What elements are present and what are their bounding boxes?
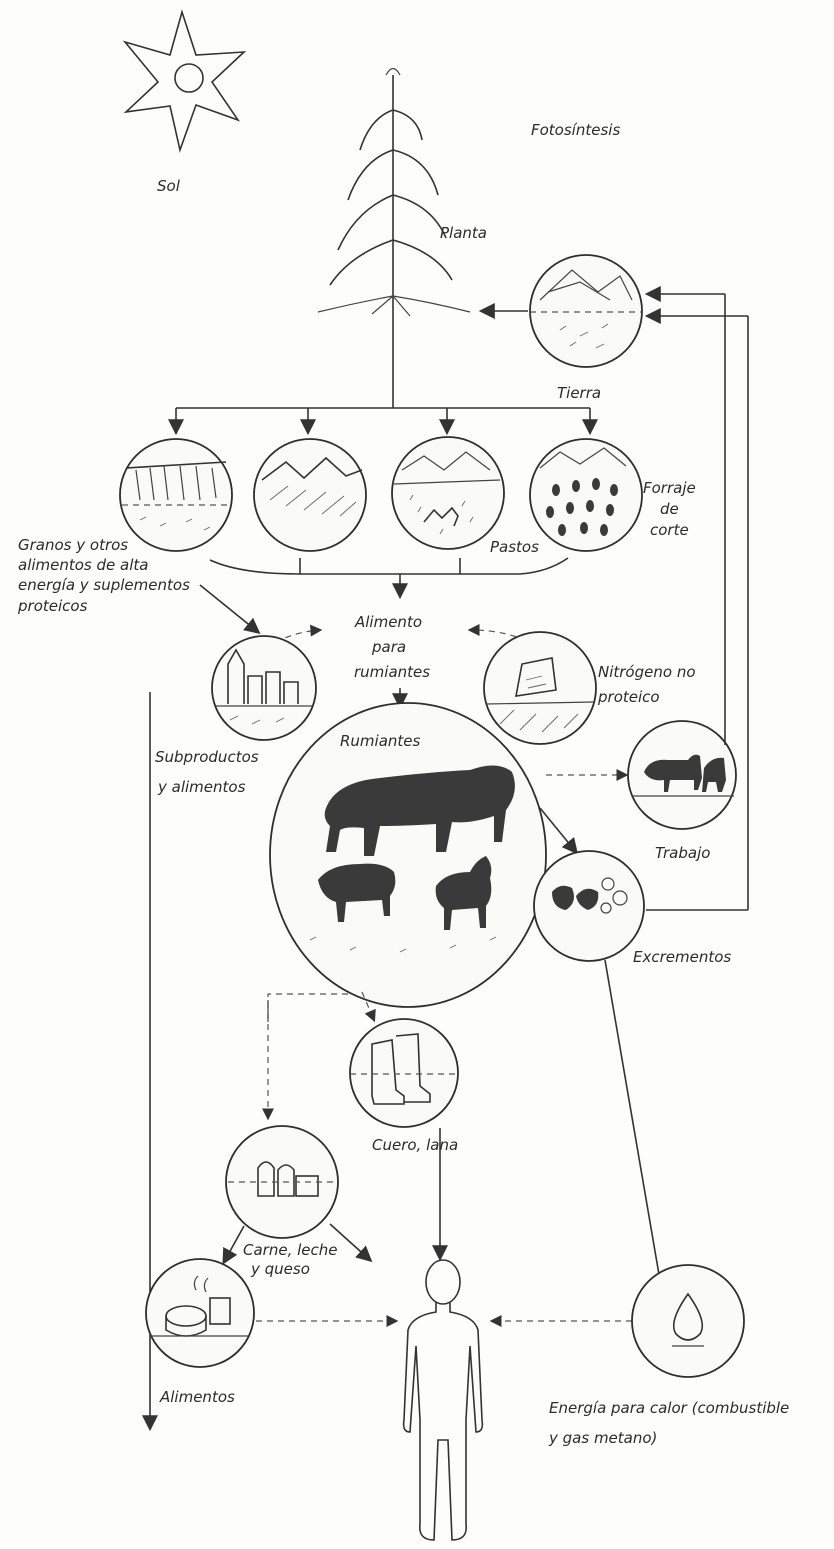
dairy-icon	[225, 1125, 339, 1239]
nitrogen-label-line2: proteico	[597, 688, 660, 706]
grains-label-line4: proteicos	[17, 597, 88, 615]
foods-icon	[145, 1258, 255, 1368]
forage-label-line2: de	[660, 500, 679, 518]
sun-icon	[122, 9, 247, 153]
energy-label-line2: y gas metano)	[548, 1429, 657, 1447]
boots-icon	[349, 1018, 459, 1128]
soil-icon	[529, 254, 643, 368]
byproducts-label-line1: Subproductos	[155, 748, 259, 766]
grains-label-line3: energía y suplementos	[18, 576, 190, 594]
sun-label: Sol	[157, 177, 181, 195]
work-label: Trabajo	[655, 844, 710, 862]
pasture-icon	[391, 436, 505, 550]
ruminant-feed-label-line2: para	[371, 638, 406, 656]
forage-label-line3: corte	[650, 521, 689, 539]
dairy-label-line1: Carne, leche	[243, 1241, 337, 1259]
grains-label-line2: alimentos de alta	[18, 556, 148, 574]
forage-icon	[529, 438, 643, 552]
leather-label: Cuero, lana	[372, 1136, 458, 1154]
human-icon	[402, 1259, 484, 1541]
grains-label-line1: Granos y otros	[18, 536, 128, 554]
nitrogen-label-line1: Nitrógeno no	[598, 663, 696, 681]
grain-field-icon	[119, 438, 233, 552]
manure-icon	[533, 850, 645, 962]
hills-field-icon	[253, 438, 367, 552]
foods-label: Alimentos	[159, 1388, 235, 1406]
fertilizer-bag-icon	[483, 631, 597, 745]
dairy-label-line2: y queso	[250, 1260, 310, 1278]
flame-icon	[631, 1264, 745, 1378]
pasture-label: Pastos	[490, 538, 539, 556]
forage-label-line1: Forraje	[643, 479, 696, 497]
factory-icon	[211, 635, 317, 741]
plant-label: Planta	[440, 224, 487, 242]
byproducts-label-line2: y alimentos	[157, 778, 246, 796]
manure-label: Excrementos	[633, 948, 731, 966]
soil-label: Tierra	[557, 384, 601, 402]
oxen-plow-icon	[627, 720, 737, 830]
energy-label-line1: Energía para calor (combustible	[549, 1399, 789, 1417]
plant-icon	[317, 67, 471, 317]
ruminant-feed-label-line1: Alimento	[354, 613, 422, 631]
ruminants-label: Rumiantes	[340, 732, 421, 750]
ruminant-feed-label-line3: rumiantes	[354, 663, 430, 681]
photosynthesis-label: Fotosíntesis	[531, 121, 620, 139]
ruminants-icon	[269, 702, 547, 1008]
